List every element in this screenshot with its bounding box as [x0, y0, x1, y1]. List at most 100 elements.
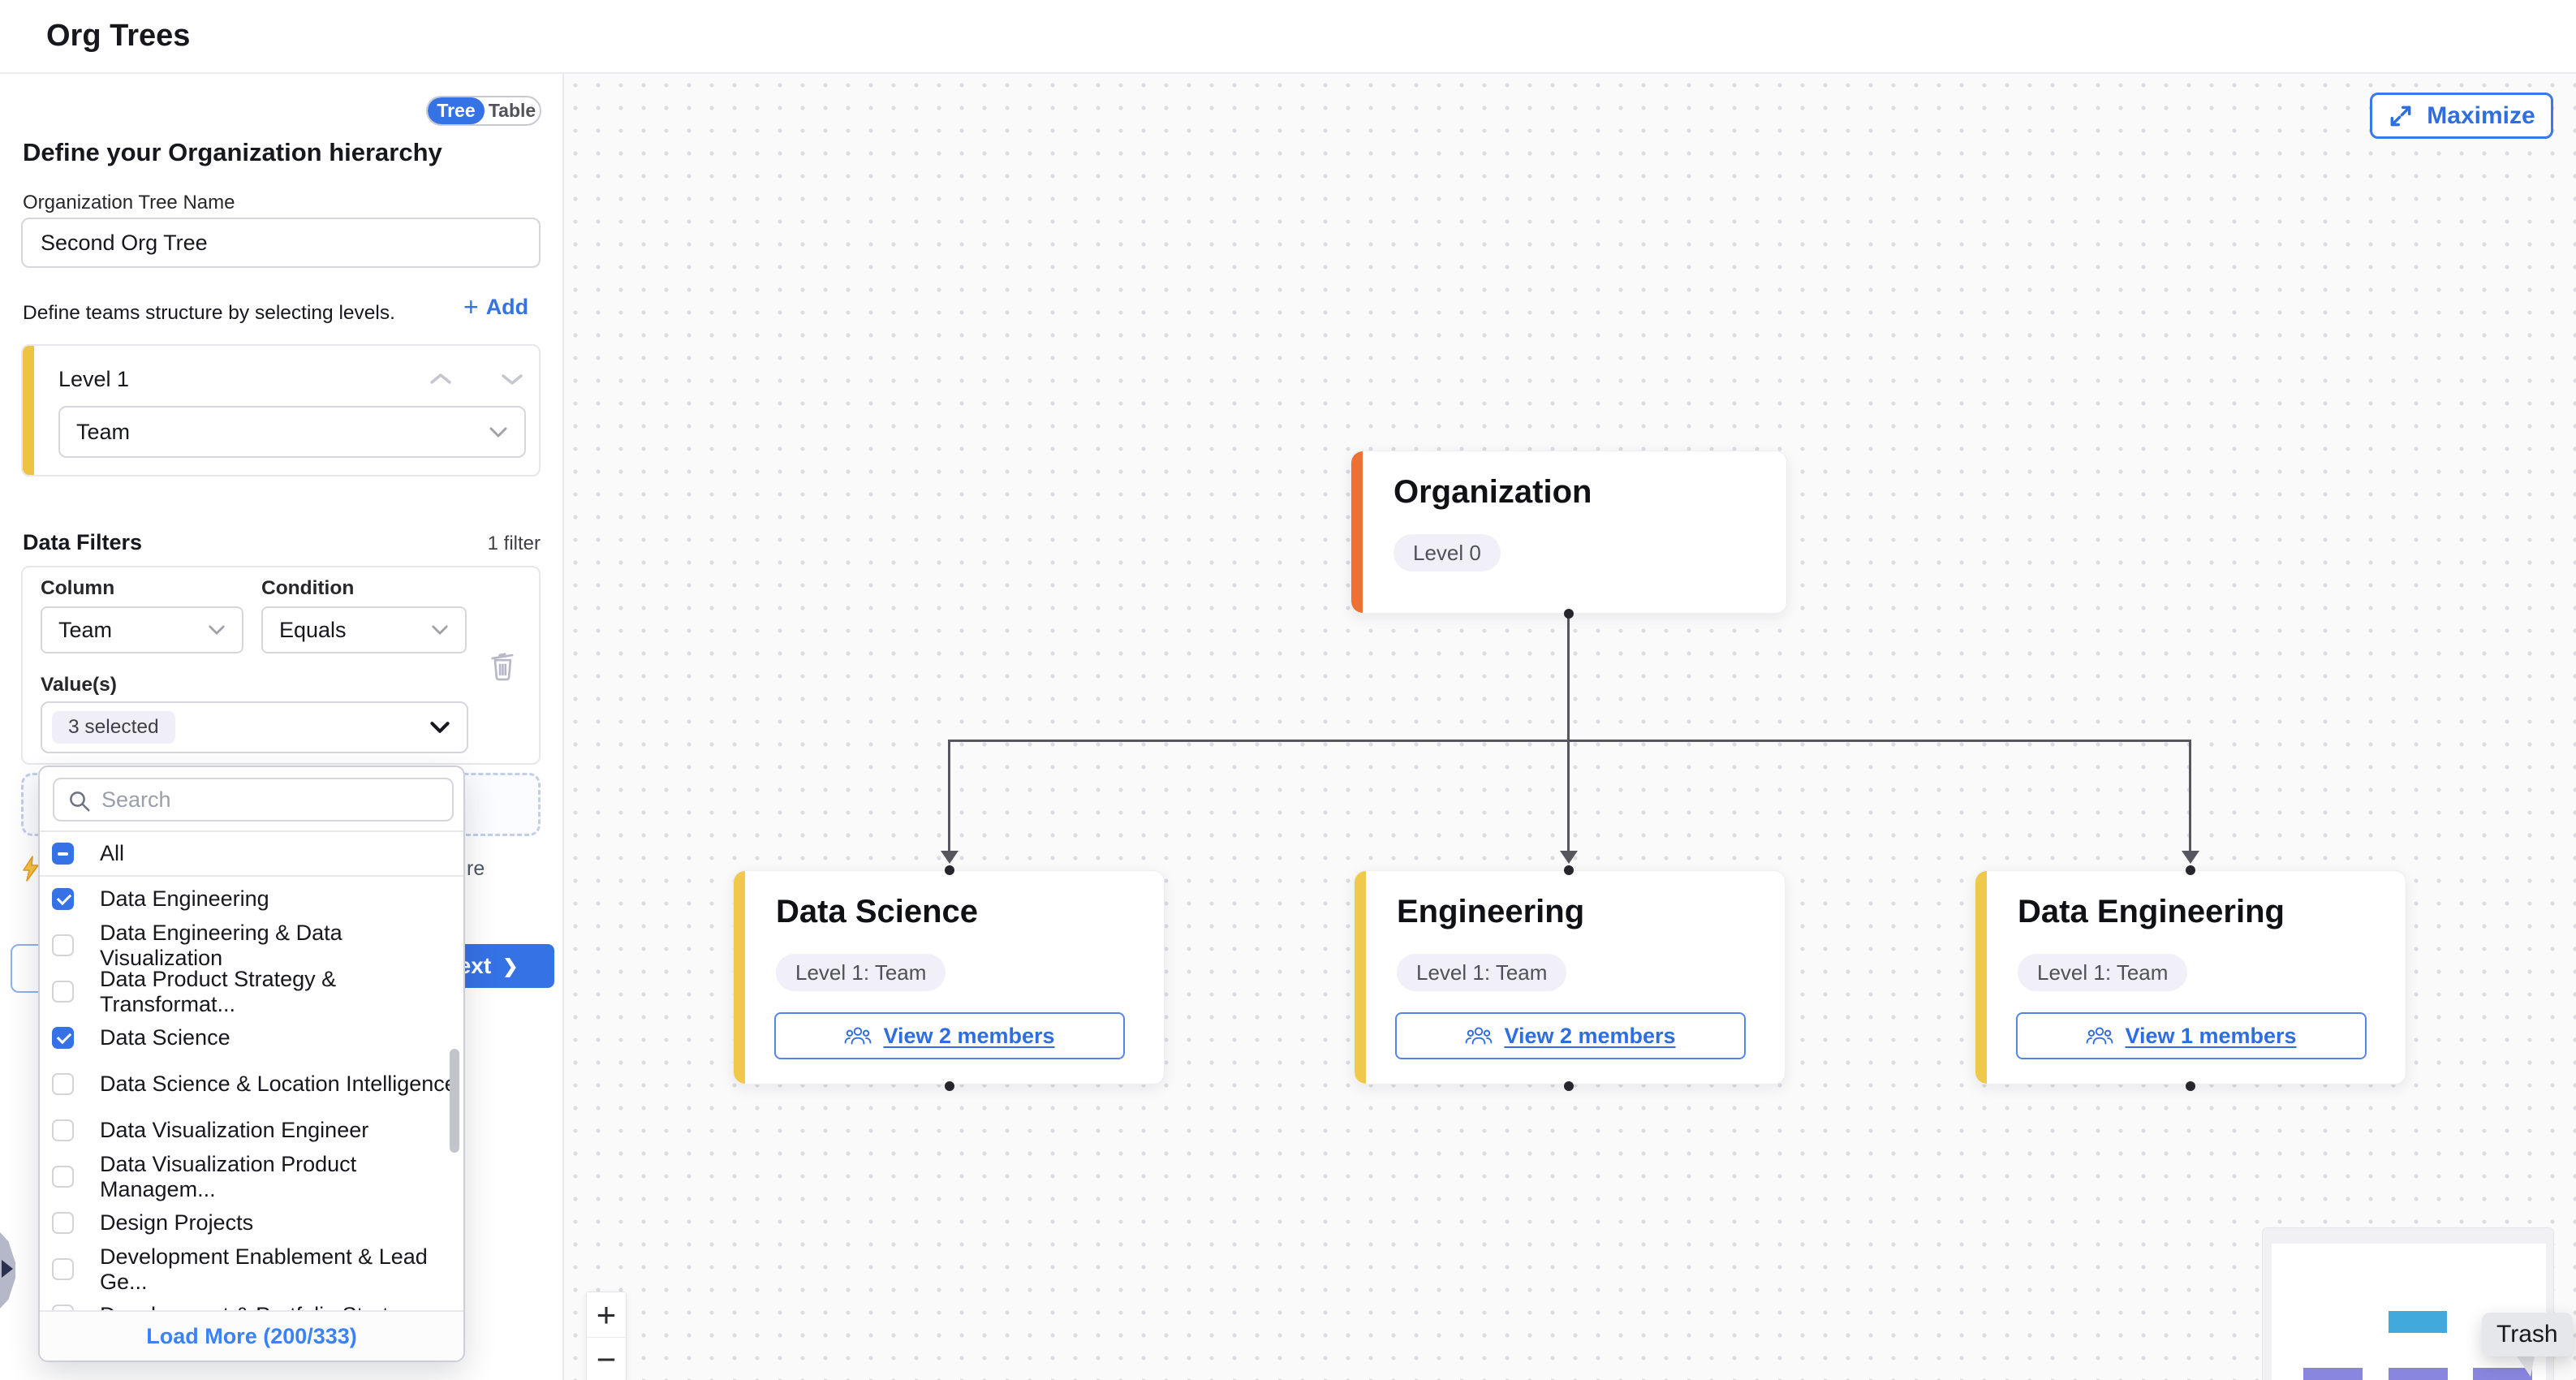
zoom-in-button[interactable]: + — [587, 1292, 626, 1337]
option-checkbox[interactable] — [52, 888, 74, 910]
option-checkbox[interactable] — [52, 1119, 74, 1141]
view-members-label: View 1 members — [2125, 1024, 2296, 1049]
maximize-label: Maximize — [2427, 102, 2535, 130]
move-up-icon[interactable] — [429, 370, 453, 388]
edge-horizontal — [948, 740, 2191, 742]
load-more-link[interactable]: Load More (200/333) — [146, 1324, 357, 1349]
arrowhead-icon — [941, 851, 958, 864]
dropdown-option[interactable]: Development Enablement & Lead Ge... — [40, 1246, 463, 1292]
delete-filter-icon[interactable] — [489, 650, 517, 683]
minimap-child-node — [2389, 1368, 2448, 1380]
dropdown-option[interactable]: Data Engineering — [40, 876, 463, 922]
add-level-button[interactable]: + Add — [463, 294, 528, 320]
view-members-button[interactable]: View 2 members — [1395, 1012, 1746, 1059]
option-label: Data Visualization Product Managem... — [100, 1152, 463, 1202]
dropdown-option[interactable]: Data Visualization Engineer — [40, 1107, 463, 1154]
values-dropdown: All Data Engineering Data Engineering & … — [38, 765, 465, 1362]
dropdown-option[interactable]: Data Science & Location Intelligence — [40, 1061, 463, 1107]
add-level-label: Add — [486, 295, 528, 320]
maximize-icon — [2388, 103, 2414, 129]
node-title: Engineering — [1397, 894, 1584, 930]
dropdown-option-list: Data Engineering Data Engineering & Data… — [40, 876, 463, 1313]
option-label: Data Engineering — [100, 886, 269, 912]
chevron-down-icon — [489, 426, 508, 438]
level-type-select[interactable]: Team — [58, 406, 526, 458]
option-label: Data Science — [100, 1025, 230, 1050]
option-checkbox[interactable] — [52, 934, 74, 956]
chevron-down-icon — [208, 624, 226, 636]
org-node-engineering[interactable]: Engineering Level 1: Team View 2 members — [1354, 870, 1786, 1085]
tree-name-input[interactable] — [21, 218, 541, 268]
tree-canvas[interactable] — [564, 74, 2576, 1380]
minimap[interactable] — [2262, 1227, 2554, 1380]
node-accent-bar — [1351, 451, 1363, 613]
filter-card: Column Condition Team Equals Value(s) 3 … — [21, 566, 541, 765]
chevron-down-icon — [431, 624, 449, 636]
dropdown-option[interactable]: Data Visualization Product Managem... — [40, 1154, 463, 1200]
node-accent-bar — [1975, 871, 1987, 1084]
dropdown-search-input[interactable] — [101, 779, 450, 820]
data-filters-title: Data Filters — [23, 530, 142, 555]
lightning-bolt-icon — [22, 856, 40, 882]
option-label: Data Visualization Engineer — [100, 1118, 368, 1143]
dropdown-scrollbar[interactable] — [450, 1049, 459, 1153]
dropdown-option[interactable]: Design Projects — [40, 1200, 463, 1246]
connector-dot — [945, 865, 954, 875]
maximize-button[interactable]: Maximize — [2370, 93, 2553, 139]
column-select[interactable]: Team — [41, 606, 243, 653]
select-all-option[interactable]: All — [40, 832, 463, 875]
column-value: Team — [58, 618, 112, 643]
dropdown-option[interactable]: Data Product Strategy & Transformat... — [40, 968, 463, 1015]
values-multiselect[interactable]: 3 selected — [41, 701, 468, 753]
option-checkbox[interactable] — [52, 1166, 74, 1188]
chevron-right-icon — [2, 1260, 13, 1278]
toggle-tree[interactable]: Tree — [428, 97, 485, 124]
level-type-value: Team — [76, 420, 130, 445]
level-accent-bar — [23, 346, 34, 475]
node-accent-bar — [734, 871, 745, 1084]
trash-tooltip: Trash — [2482, 1313, 2573, 1356]
option-label: Design Projects — [100, 1210, 253, 1236]
people-icon — [1465, 1024, 1493, 1047]
connector-dot — [1564, 1081, 1574, 1091]
move-down-icon[interactable] — [500, 370, 524, 388]
org-node-data-science[interactable]: Data Science Level 1: Team View 2 member… — [733, 870, 1165, 1085]
option-checkbox[interactable] — [52, 1212, 74, 1234]
dropdown-option[interactable]: Data Science — [40, 1015, 463, 1061]
option-checkbox[interactable] — [52, 1073, 74, 1095]
view-members-button[interactable]: View 2 members — [774, 1012, 1125, 1059]
condition-value: Equals — [279, 618, 347, 643]
node-title: Organization — [1394, 474, 1592, 511]
org-node-data-engineering[interactable]: Data Engineering Level 1: Team View 1 me… — [1975, 870, 2406, 1085]
level-title: Level 1 — [58, 367, 129, 392]
org-node-root[interactable]: Organization Level 0 — [1350, 451, 1787, 614]
minimap-root-node — [2389, 1311, 2447, 1333]
select-all-label: All — [100, 841, 124, 866]
connector-dot — [2186, 865, 2195, 875]
view-toggle[interactable]: Tree Table — [426, 96, 541, 126]
search-icon — [67, 789, 92, 813]
node-title: Data Engineering — [2018, 894, 2285, 930]
chevron-right-icon: ❯ — [502, 955, 518, 977]
option-checkbox[interactable] — [52, 981, 74, 1003]
condition-select[interactable]: Equals — [261, 606, 467, 653]
zoom-out-button[interactable]: − — [587, 1337, 626, 1380]
node-accent-bar — [1355, 871, 1366, 1084]
column-label: Column — [41, 577, 114, 600]
dropdown-option[interactable]: Data Engineering & Data Visualization — [40, 922, 463, 968]
option-checkbox[interactable] — [52, 1258, 74, 1280]
option-checkbox[interactable] — [52, 1027, 74, 1049]
view-members-button[interactable]: View 1 members — [2016, 1012, 2367, 1059]
view-members-label: View 2 members — [1504, 1024, 1675, 1049]
select-all-checkbox[interactable] — [52, 843, 74, 865]
selected-count-chip: 3 selected — [52, 711, 175, 744]
dropdown-search[interactable] — [53, 778, 454, 822]
toggle-table[interactable]: Table — [485, 97, 540, 124]
edge-child-1 — [948, 740, 950, 853]
node-level-badge: Level 1: Team — [2018, 954, 2187, 991]
levels-hint: Define teams structure by selecting leve… — [23, 302, 395, 325]
arrowhead-icon — [2182, 851, 2199, 864]
minimap-viewport — [2272, 1244, 2546, 1380]
people-icon — [2086, 1024, 2113, 1047]
